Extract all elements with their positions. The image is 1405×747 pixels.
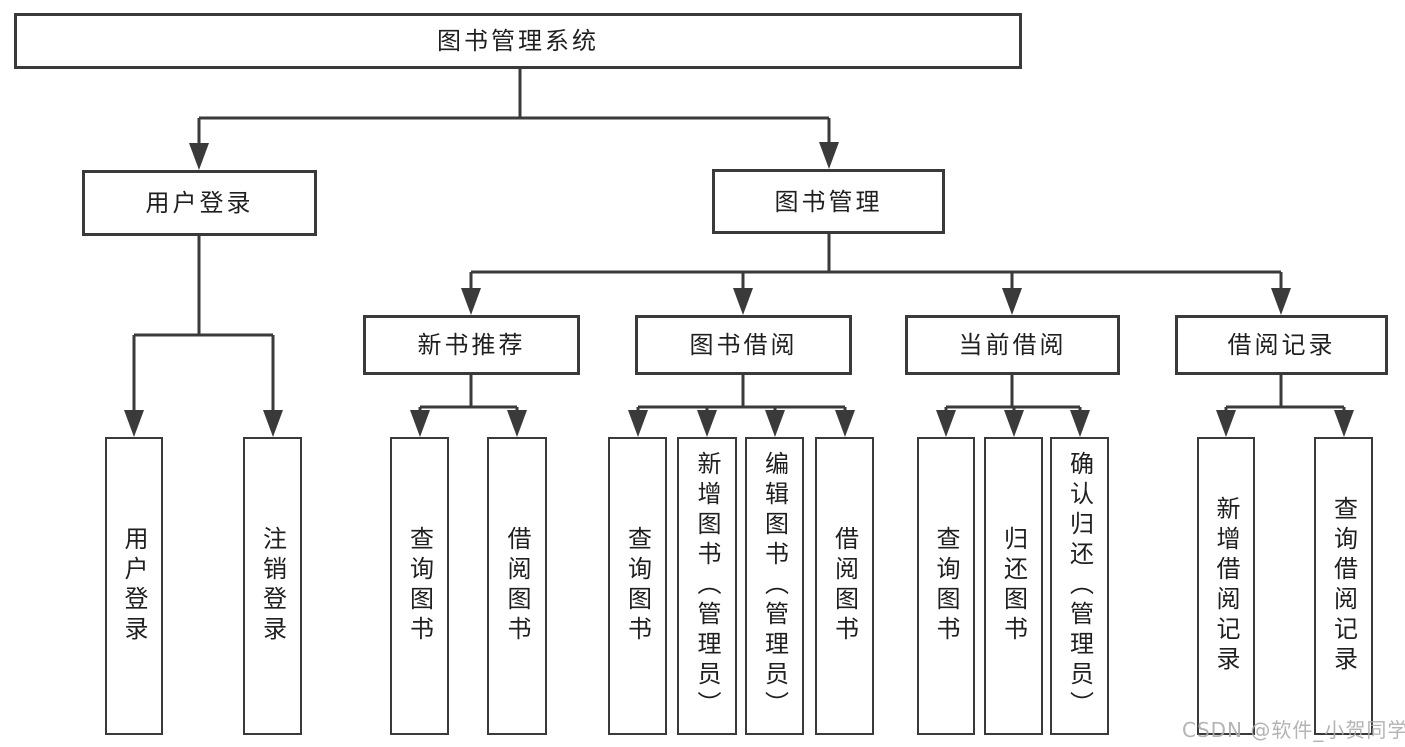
arrowhead [507,410,527,437]
arrowhead [697,410,717,437]
leaf-add-borrow-record: 新增借阅记录 [1197,437,1255,735]
edges-root-to-level2 [189,69,839,170]
leaf-label: 用户登录 [120,526,148,646]
leaf-query-books-borrow: 查询图书 [608,437,667,735]
leaf-label: 确认归还（管理员） [1065,451,1094,721]
arrowhead [1004,410,1024,437]
arrowhead [1216,410,1236,437]
arrowhead [461,288,481,315]
leaf-label: 查询图书 [405,526,434,646]
watermark-text: CSDN @软件_小贺同学 [1182,718,1405,742]
arrowhead [1271,288,1291,315]
edges-user-login-children [124,236,283,437]
arrowhead [263,410,283,437]
node-label: 图书管理 [774,187,883,216]
leaf-return-books: 归还图书 [984,437,1043,735]
node-new-book-recommendation: 新书推荐 [363,315,580,375]
arrowhead [124,410,144,437]
edges-borrowing-records-children [1216,375,1354,437]
leaf-label: 注销登录 [258,526,287,646]
edges-book-borrowing-children [628,375,855,437]
arrowhead [1070,410,1090,437]
leaf-label: 新增借阅记录 [1212,496,1240,676]
leaf-label: 新增图书（管理员） [693,451,721,721]
node-label: 新书推荐 [417,331,526,359]
leaf-edit-books-admin: 编辑图书（管理员） [745,437,804,735]
node-book-management-system: 图书管理系统 [14,13,1022,69]
node-label: 图书管理系统 [437,27,599,55]
leaf-query-borrow-record: 查询借阅记录 [1314,437,1373,735]
leaf-add-books-admin: 新增图书（管理员） [677,437,737,735]
node-book-borrowing: 图书借阅 [635,315,852,375]
leaf-label: 查询图书 [623,526,652,646]
leaf-label: 借阅图书 [830,526,859,646]
node-label: 图书借阅 [689,331,798,359]
node-current-borrowing: 当前借阅 [905,315,1120,375]
edges-current-borrowing-children [936,375,1090,437]
node-book-management: 图书管理 [712,169,945,234]
leaf-label: 归还图书 [999,526,1028,646]
arrowhead [819,142,839,169]
node-user-login: 用户登录 [82,170,317,236]
edges-new-book-recommendation-children [410,375,527,437]
arrowhead [733,288,753,315]
arrowhead [189,143,209,170]
leaf-label: 查询借阅记录 [1329,496,1358,676]
node-label: 借阅记录 [1227,331,1336,359]
node-label: 当前借阅 [958,331,1067,359]
arrowhead [410,410,430,437]
arrowhead [936,410,956,437]
leaf-user-login: 用户登录 [105,437,163,735]
leaf-borrow-books: 借阅图书 [815,437,874,735]
arrowhead [765,410,785,437]
leaf-query-books-current: 查询图书 [917,437,975,735]
arrowhead [628,410,648,437]
leaf-label: 借阅图书 [503,526,531,646]
leaf-confirm-return-admin: 确认归还（管理员） [1050,437,1109,735]
edges-book-management-children [461,234,1291,315]
arrowhead [1334,410,1354,437]
leaf-borrow-books-recommend: 借阅图书 [487,437,547,735]
arrowhead [1002,288,1022,315]
node-borrowing-records: 借阅记录 [1175,315,1388,375]
node-label: 用户登录 [145,189,254,217]
leaf-label: 编辑图书（管理员） [760,451,789,721]
leaf-query-books-recommend: 查询图书 [390,437,449,735]
arrowhead [835,410,855,437]
leaf-label: 查询图书 [932,526,960,646]
leaf-logout: 注销登录 [243,437,302,735]
